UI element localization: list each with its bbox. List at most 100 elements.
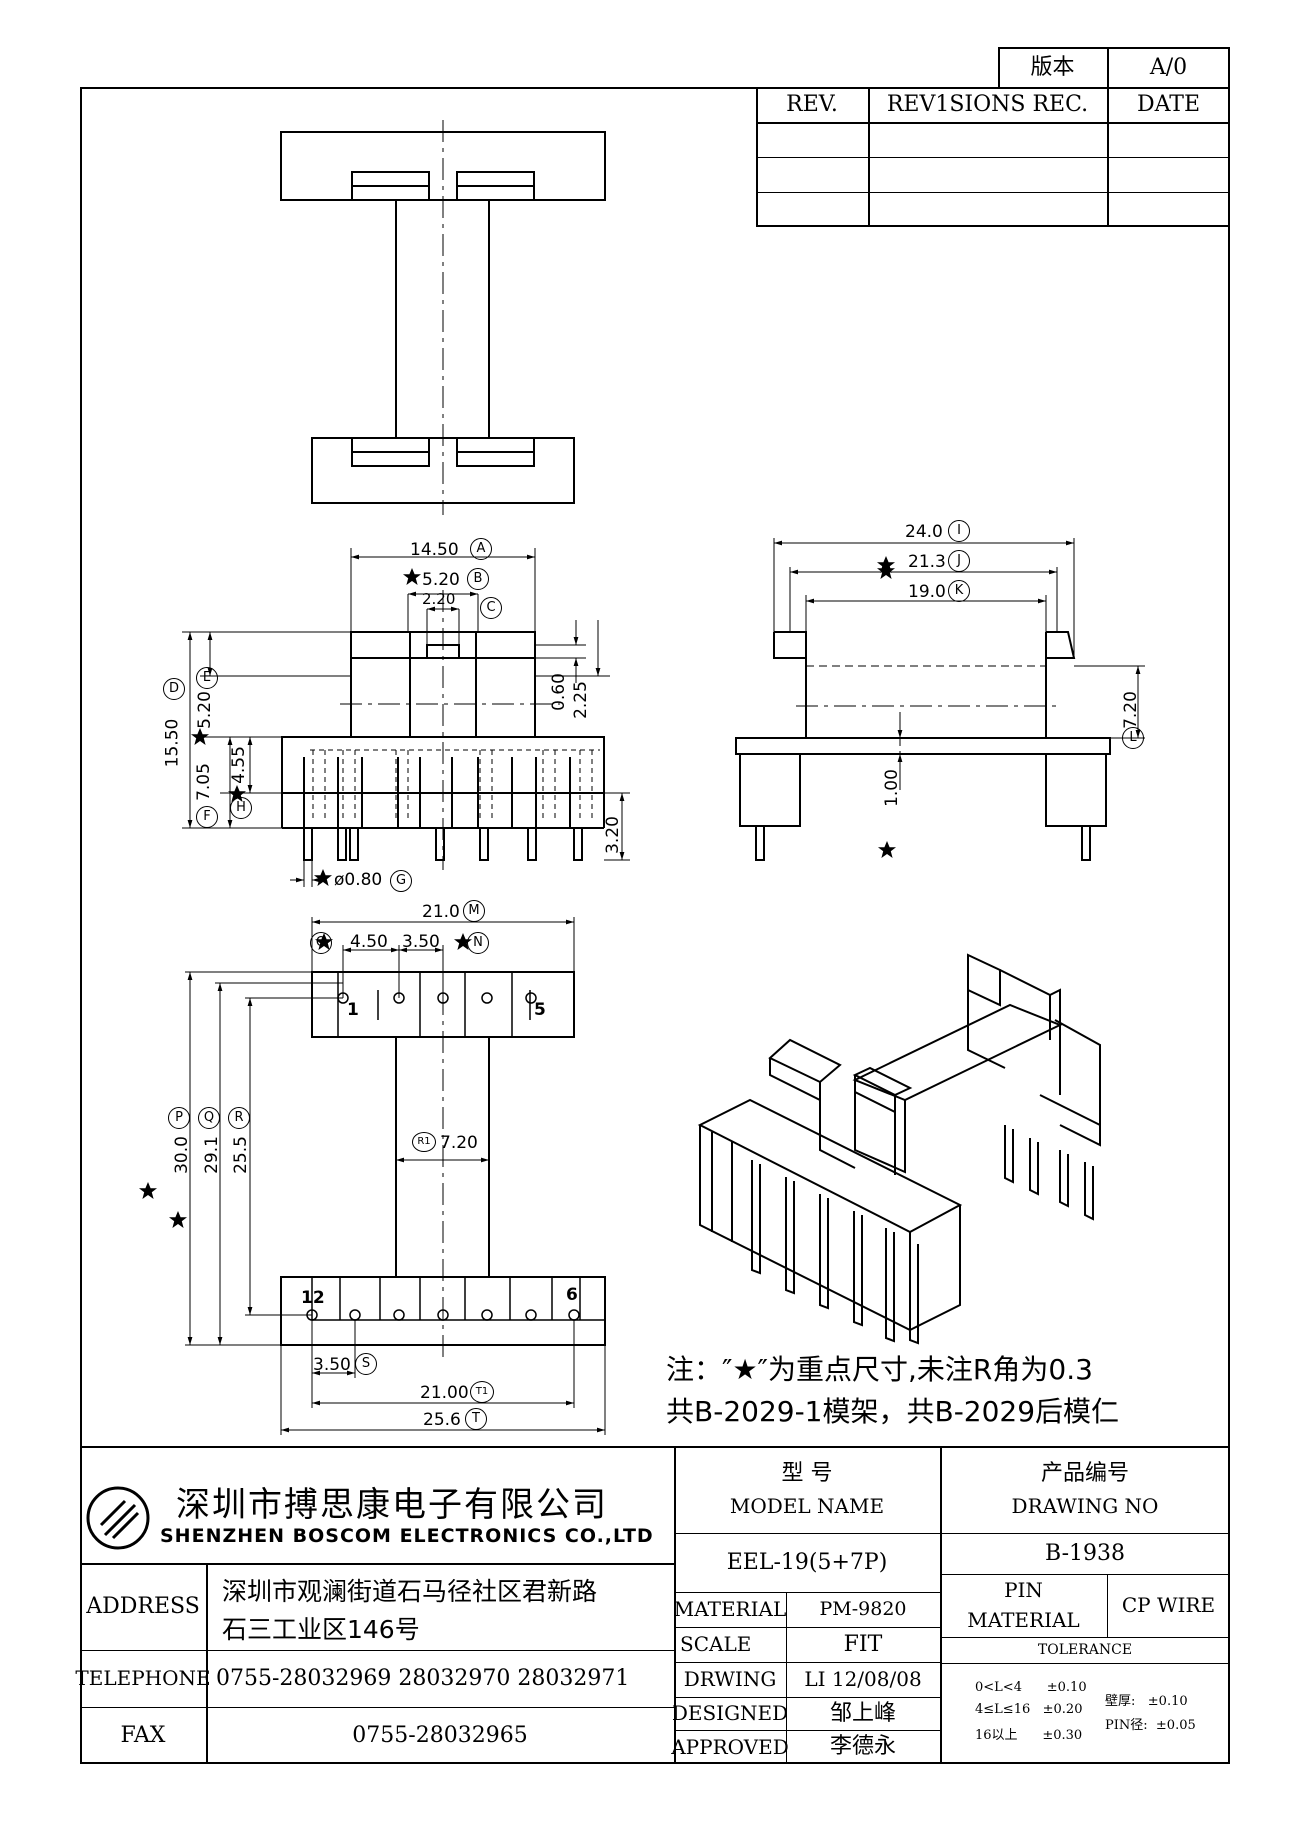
circle-a: A [470,538,492,560]
model-value: EEL-19(5+7P) [726,1549,888,1575]
top-view [280,120,606,515]
dim-c-inner: 2.20 [422,590,456,608]
date-header: DATE [1136,91,1201,117]
circle-d: D [163,678,185,700]
pin-material-label-2: MATERIAL [967,1607,1080,1632]
model-label-cn: 型 号 [781,1461,833,1487]
pin-5: 5 [534,1000,546,1020]
pin-12: 12 [301,1288,325,1308]
fax-label: FAX [120,1722,166,1748]
designed-label: DESIGNED [671,1701,789,1725]
dim-m: 21.0 [422,902,460,922]
fax-value: 0755-28032965 [352,1722,528,1748]
circle-r1: R1 [412,1132,436,1152]
circle-b: B [467,568,489,590]
tolerance-label: TOLERANCE [1037,1641,1133,1658]
version-value: A/0 [1149,55,1188,81]
dim-r1: 7.20 [440,1133,478,1153]
address-line-1: 深圳市观澜街道石马径社区君新路 [222,1577,598,1606]
drwing-value: LI 12/08/08 [804,1667,922,1691]
material-label: MATERIAL [673,1597,787,1621]
telephone-label: TELEPHONE [75,1666,211,1690]
note-line-2: 共B-2029-1模架，共B-2029后模仁 [666,1395,1120,1428]
circle-c: C [480,597,502,619]
approved-value: 李德永 [829,1734,896,1760]
tolerance-range-2: 4≤L≤16 ±0.20 [975,1702,1083,1717]
isometric-view [697,953,1101,1345]
address-label: ADDRESS [86,1593,200,1619]
rev-header: REV. [786,91,838,117]
side-view [735,538,1145,861]
dim-k: 19.0 [908,582,946,602]
model-label-en: MODEL NAME [729,1493,885,1518]
scale-value: FIT [843,1631,883,1657]
circle-t: T [465,1408,487,1430]
drawing-label-cn: 产品编号 [1040,1461,1129,1487]
circle-h: H [230,797,252,819]
star-marks [139,556,896,1228]
circle-m: M [463,900,485,922]
company-name-cn: 深圳市搏思康电子有限公司 [176,1485,608,1525]
dim-t1: 21.00 [420,1383,469,1403]
dim-a: 14.50 [410,540,459,560]
circle-r: R [228,1107,250,1129]
circle-k: K [948,580,970,602]
company-logo-icon [86,1486,150,1550]
pin-material-label-1: PIN [1004,1578,1043,1602]
circle-o: O [310,932,332,954]
telephone-value: 0755-28032969 28032970 28032971 [216,1665,630,1691]
dim-j: 21.3 [908,552,946,572]
circle-s: S [355,1353,377,1375]
version-label: 版本 [1030,55,1075,81]
tolerance-wall: 壁厚: ±0.10 [1105,1694,1188,1709]
dim-o: 4.50 [350,932,388,952]
dim-r: 25.5 [230,1136,251,1174]
dim-e: 5.20 [194,691,215,729]
circle-p: P [168,1107,190,1129]
circle-l: L [1122,727,1144,749]
circle-f: F [196,806,218,828]
circle-i: I [948,520,970,542]
tolerance-pin: PIN径: ±0.05 [1105,1718,1196,1733]
company-name-en: SHENZHEN BOSCOM ELECTRONICS CO.,LTD [160,1525,654,1547]
dim-g: ø0.80 [334,870,383,890]
drawing-label-en: DRAWING NO [1011,1493,1159,1518]
front-view [182,548,630,887]
material-value: PM-9820 [819,1597,907,1620]
revisions-rec-header: REV1SIONS REC. [886,91,1089,117]
circle-q: Q [198,1107,220,1129]
pin-1: 1 [347,1000,359,1020]
pin-6: 6 [566,1285,578,1305]
circle-e: E [196,667,218,689]
circle-g: G [390,870,412,892]
address-line-2: 石三工业区146号 [222,1615,420,1644]
dim-s: 3.50 [313,1355,351,1375]
dim-f: 7.05 [193,763,214,801]
dim-p: 30.0 [171,1136,192,1174]
dim-l: 7.20 [1120,691,1141,729]
drawing-frame [80,87,1230,1764]
dim-d: 15.50 [162,718,183,768]
pin-material-value: CP WIRE [1121,1593,1216,1617]
dim-100: 1.00 [881,769,902,807]
dim-h: 4.55 [228,746,249,784]
tolerance-range-1: 0<L<4 ±0.10 [975,1680,1087,1695]
drawing-no-value: B-1938 [1045,1540,1125,1566]
dim-i: 24.0 [905,522,943,542]
dim-225: 2.25 [570,681,591,719]
note-line-1: 注：″★″为重点尺寸,未注R角为0.3 [666,1353,1093,1386]
designed-value: 邹上峰 [829,1700,896,1726]
dim-n: 3.50 [402,932,440,952]
dim-q: 29.1 [201,1136,222,1174]
dim-320: 3.20 [602,816,623,854]
dim-060: 0.60 [548,673,569,711]
tolerance-range-3: 16以上 ±0.30 [975,1728,1083,1743]
circle-t1: T1 [470,1381,494,1403]
approved-label: APPROVED [671,1734,789,1759]
drwing-label: DRWING [683,1667,777,1691]
dim-t: 25.6 [423,1410,461,1430]
bottom-view [185,917,606,1435]
dim-b: 5.20 [422,570,460,590]
circle-n: N [467,932,489,954]
